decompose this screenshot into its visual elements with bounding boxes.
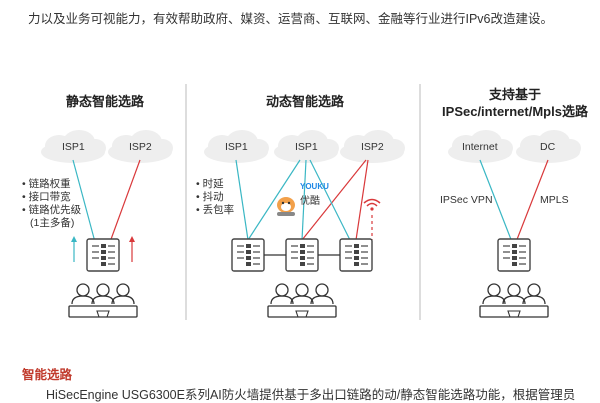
isp1-label-dyn-b: ISP1	[295, 141, 318, 153]
link-isp2-static	[109, 159, 141, 243]
static-criteria-list: 链路权重 接口带宽 链路优先级 (1主多备)	[22, 178, 82, 230]
youku-brand: YOUKU	[300, 182, 329, 191]
youku-icon	[277, 197, 295, 216]
youku-name: 优酷	[300, 196, 320, 207]
isp2-label-dyn: ISP2	[361, 141, 384, 153]
ipsec-vpn-label: IPSec VPN	[440, 194, 493, 206]
link-dyn-4	[301, 159, 367, 241]
link-dyn-3	[301, 159, 307, 241]
static-criterion: 链路优先级	[22, 204, 82, 217]
dc-label: DC	[540, 141, 556, 153]
firewall-dyn-3	[339, 238, 373, 272]
section-heading: 智能选路	[22, 368, 73, 382]
link-isp1-static	[72, 159, 96, 243]
arrow-up-teal-head	[71, 236, 77, 242]
panel-title-dynamic: 动态智能选路	[265, 94, 344, 109]
link-mpls	[515, 159, 549, 243]
panel-static	[41, 130, 173, 317]
dynamic-criterion: 抖动	[196, 191, 234, 204]
isp2-label-static: ISP2	[129, 141, 152, 153]
dynamic-criterion: 时延	[196, 178, 234, 191]
users-dynamic	[268, 284, 336, 317]
intro-line-2: 力以及业务可视能力，有效帮助政府、媒资、运营商、互联网、金融等行业进行IPv6改…	[28, 12, 554, 26]
users-static	[69, 284, 137, 317]
static-criterion: 接口带宽	[22, 191, 81, 204]
internet-label: Internet	[462, 141, 498, 153]
link-dyn-5	[309, 159, 351, 241]
firewall-static	[86, 238, 120, 272]
users-ipsec	[480, 284, 548, 317]
firewall-dyn-1	[231, 238, 265, 272]
signal-icon	[363, 198, 381, 211]
static-criterion: 链路权重	[22, 178, 81, 191]
panel-title-static: 静态智能选路	[65, 94, 144, 109]
isp1-label-static: ISP1	[62, 141, 85, 153]
mpls-label: MPLS	[540, 194, 569, 206]
section-text: HiSecEngine USG6300E系列AI防火墙提供基于多出口链路的动/静…	[46, 388, 576, 402]
link-dyn-2	[247, 159, 301, 241]
arrow-up-red-head	[129, 236, 135, 242]
panel-title-ipsec-1: 支持基于	[488, 87, 541, 102]
firewall-dyn-2	[285, 238, 319, 272]
dynamic-criteria-list: 时延 抖动 丢包率	[196, 178, 235, 217]
panel-ipsec	[448, 130, 581, 317]
static-criterion-note: (1主多备)	[30, 217, 75, 229]
isp1-label-dyn-a: ISP1	[225, 141, 248, 153]
firewall-ipsec	[497, 238, 531, 272]
link-ipsec-vpn	[479, 159, 513, 243]
link-dyn-1	[235, 159, 249, 241]
panel-title-ipsec-2: IPSec/internet/Mpls选路	[442, 104, 588, 119]
panel-dynamic	[204, 130, 405, 317]
link-dyn-6	[355, 159, 369, 241]
dynamic-criterion: 丢包率	[196, 204, 235, 217]
